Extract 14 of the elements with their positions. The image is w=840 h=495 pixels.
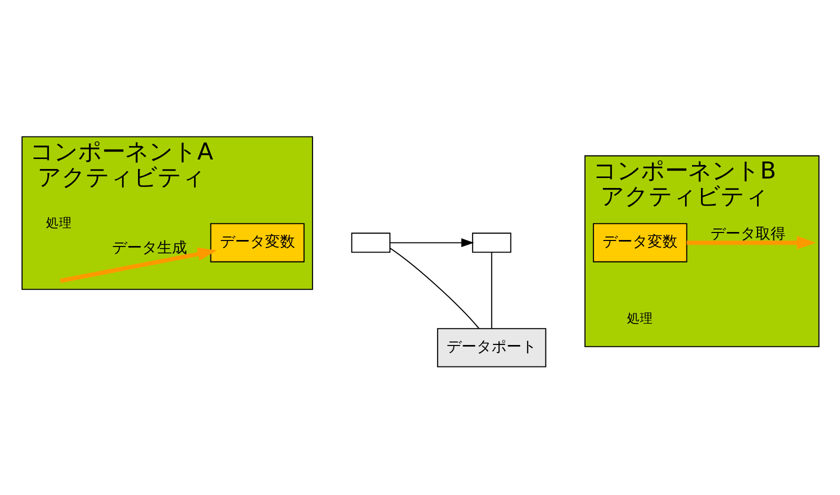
node-box: [472, 232, 511, 253]
node-box: データ変数: [592, 223, 687, 262]
edge-label: データ生成: [111, 239, 186, 256]
node-box: データポート: [436, 328, 546, 368]
arrow: [389, 238, 474, 248]
node-box: データ変数: [210, 223, 304, 262]
edge-label: データ取得: [710, 226, 786, 243]
label: 処理: [46, 214, 72, 230]
node-box: [350, 232, 390, 253]
connector: [389, 248, 479, 329]
label: 処理: [626, 310, 653, 326]
connector: [490, 252, 492, 328]
arrow: [686, 236, 816, 250]
arrow: [59, 247, 216, 283]
